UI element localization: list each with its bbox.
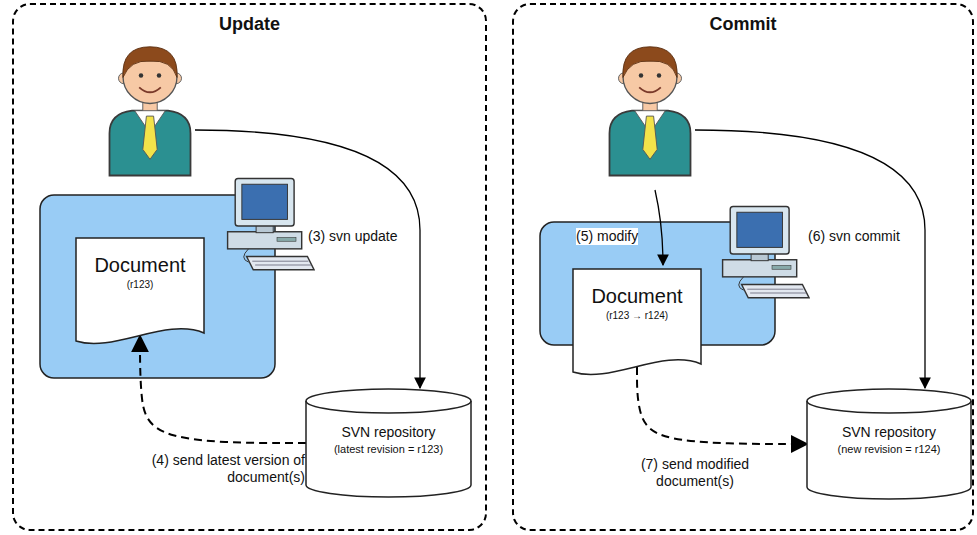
step-label: (6) svn commit — [808, 228, 900, 245]
panel-title: Update — [219, 13, 280, 36]
cylinder-outline — [807, 389, 971, 499]
document-outline — [76, 238, 204, 343]
document-outline — [572, 268, 702, 378]
command-arrow — [195, 130, 420, 388]
transfer-arrow — [140, 336, 306, 443]
cylinder-rim — [807, 401, 971, 413]
command-arrow — [655, 190, 663, 265]
document-shape: Document(r123 → r124) — [572, 268, 702, 378]
document-shape: Document(r123) — [75, 237, 205, 347]
transfer-label: (4) send latest version of document(s) — [135, 452, 305, 486]
user-figure — [110, 47, 191, 176]
revision-note: (new revision = r124) — [837, 442, 940, 456]
node-title: SVN repository — [842, 424, 936, 442]
computer-icon — [723, 207, 809, 298]
node-title: SVN repository — [341, 424, 435, 442]
cylinder-rim — [306, 401, 471, 413]
user-figure — [610, 47, 691, 176]
step-label: (3) svn update — [308, 228, 398, 245]
revision-note: (latest revision = r123) — [334, 442, 443, 456]
update-panel: UpdateDocument(r123) SVN repository(lates… — [12, 3, 487, 531]
repository-cylinder: SVN repository(new revision = r124) — [806, 388, 972, 500]
commit-panel: CommitDocument(r123 → r124) SVN repositor… — [512, 3, 974, 531]
command-arrow — [695, 130, 925, 388]
computer-icon — [228, 179, 314, 270]
repository-cylinder: SVN repository(latest revision = r123) — [305, 388, 472, 498]
revision-note: (r123) — [127, 278, 154, 291]
cylinder-outline — [306, 389, 471, 497]
node-title: Document — [94, 253, 185, 278]
document-outline — [75, 237, 205, 347]
step-label: (5) modify — [576, 228, 638, 245]
transfer-label: (7) send modified document(s) — [610, 456, 780, 490]
document-outline — [573, 269, 701, 374]
panel-title: Commit — [710, 13, 777, 36]
revision-note: (r123 → r124) — [606, 309, 668, 322]
transfer-arrow — [637, 367, 807, 444]
node-title: Document — [591, 284, 682, 309]
